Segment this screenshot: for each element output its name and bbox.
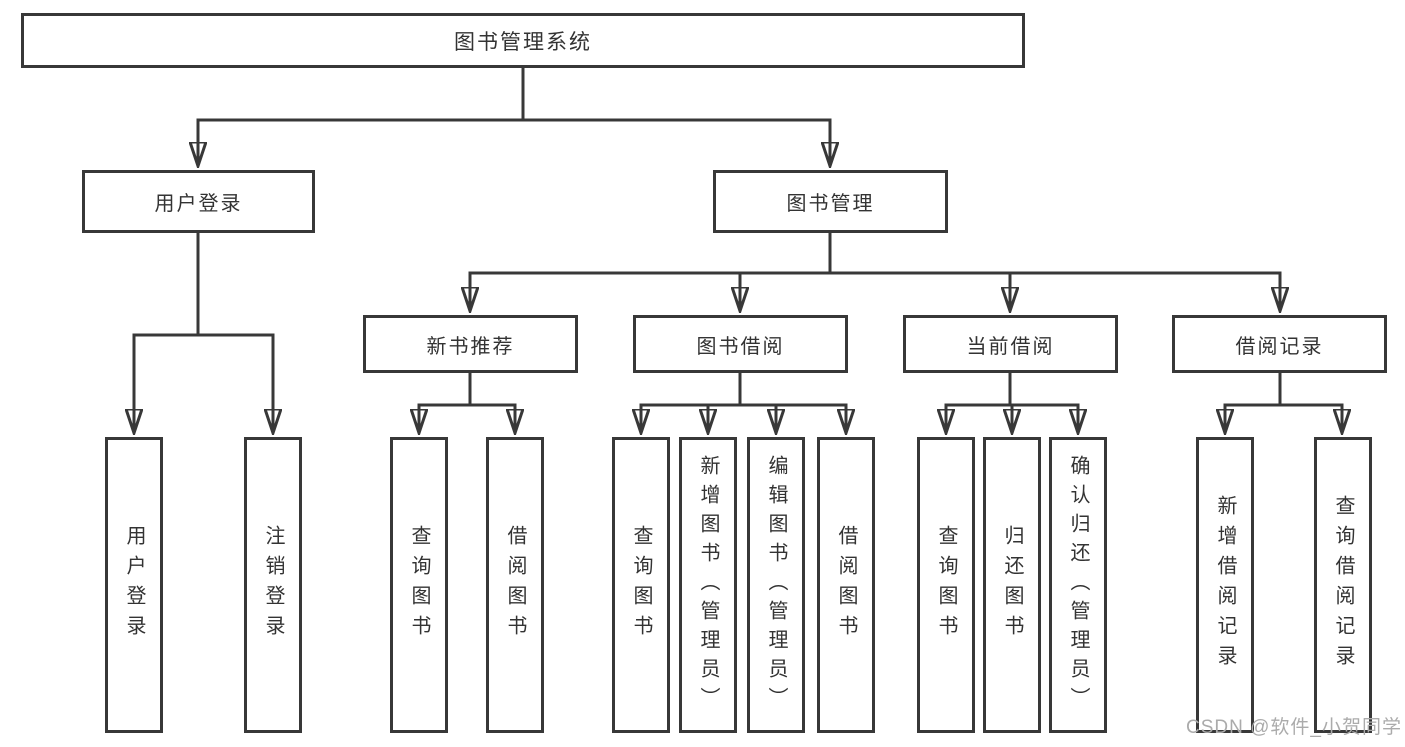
node-borrow-records: 借阅记录	[1172, 315, 1387, 373]
leaf-borrow-books-2: 借阅图书	[817, 437, 875, 733]
leaf-query-books-3-label: 查询图书	[935, 525, 957, 645]
leaf-edit-books-admin-label: 编辑图书（管理员）	[765, 454, 787, 716]
node-new-book-rec: 新书推荐	[363, 315, 578, 373]
node-root-label: 图书管理系统	[454, 30, 592, 54]
leaf-confirm-return-admin-label: 确认归还（管理员）	[1067, 454, 1089, 716]
leaf-query-books-2-label: 查询图书	[630, 525, 652, 645]
leaf-add-borrow-record: 新增借阅记录	[1196, 437, 1254, 733]
leaf-borrow-books-1-label: 借阅图书	[504, 525, 526, 645]
node-user-login: 用户登录	[82, 170, 315, 233]
leaf-add-books-admin-label: 新增图书（管理员）	[697, 454, 719, 716]
leaf-query-books-1-label: 查询图书	[408, 525, 430, 645]
leaf-add-borrow-record-label: 新增借阅记录	[1214, 495, 1236, 675]
connectors-current-borrow	[945, 373, 1080, 433]
leaf-confirm-return-admin: 确认归还（管理员）	[1049, 437, 1107, 733]
connectors-new-book-rec	[418, 373, 517, 433]
leaf-query-borrow-record-label: 查询借阅记录	[1332, 495, 1354, 675]
node-book-mgmt-label: 图书管理	[786, 193, 875, 215]
connectors-root	[197, 68, 832, 166]
leaf-user-login: 用户登录	[105, 437, 163, 733]
node-book-mgmt: 图书管理	[713, 170, 948, 233]
node-current-borrow: 当前借阅	[903, 315, 1118, 373]
leaf-edit-books-admin: 编辑图书（管理员）	[747, 437, 805, 733]
leaf-user-login-label: 用户登录	[123, 525, 145, 645]
leaf-add-books-admin: 新增图书（管理员）	[679, 437, 737, 733]
node-current-borrow-label: 当前借阅	[966, 335, 1055, 358]
node-book-borrow: 图书借阅	[633, 315, 848, 373]
connectors-borrow-records	[1224, 373, 1344, 433]
leaf-borrow-books-1: 借阅图书	[486, 437, 544, 733]
leaf-query-books-3: 查询图书	[917, 437, 975, 733]
leaf-return-books: 归还图书	[983, 437, 1041, 733]
leaf-borrow-books-2-label: 借阅图书	[835, 525, 857, 645]
leaf-query-books-2: 查询图书	[612, 437, 670, 733]
leaf-logout: 注销登录	[244, 437, 302, 733]
connectors-book-mgmt	[469, 233, 1282, 311]
leaf-return-books-label: 归还图书	[1001, 525, 1023, 645]
node-new-book-rec-label: 新书推荐	[426, 335, 515, 358]
node-user-login-label: 用户登录	[154, 193, 243, 215]
connectors-user-login	[133, 233, 275, 433]
connectors-book-borrow	[640, 373, 848, 433]
csdn-watermark: CSDN @软件_小贺同学	[1186, 717, 1402, 738]
node-book-borrow-label: 图书借阅	[696, 335, 785, 358]
leaf-query-books-1: 查询图书	[390, 437, 448, 733]
node-borrow-records-label: 借阅记录	[1235, 335, 1324, 358]
node-root: 图书管理系统	[21, 13, 1025, 68]
leaf-query-borrow-record: 查询借阅记录	[1314, 437, 1372, 733]
leaf-logout-label: 注销登录	[262, 525, 284, 645]
